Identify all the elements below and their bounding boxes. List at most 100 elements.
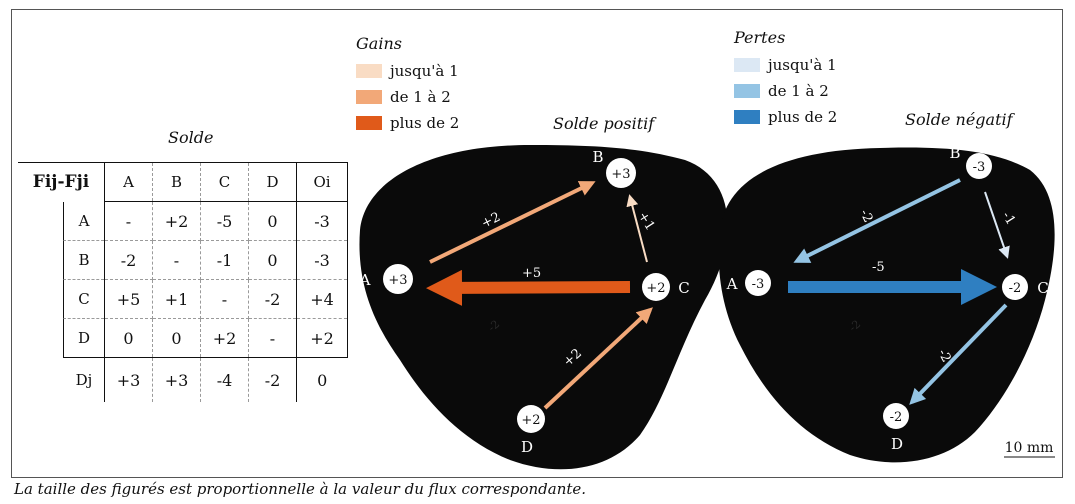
row-total: +4 [296, 279, 348, 319]
node-id: B [949, 144, 960, 162]
table-cell: +3 [152, 357, 201, 402]
solde-table: Fij-Fji A B C D Oi A - +2 -5 0 -3 B -2 -… [18, 162, 348, 402]
node-c-circle [1002, 274, 1028, 300]
column-header: C [200, 162, 249, 202]
node-a-circle [383, 264, 413, 294]
legend-label: plus de 2 [390, 114, 460, 132]
table-cell: -4 [200, 357, 249, 402]
table-cell: -1 [200, 240, 249, 280]
gains-legend-title: Gains [356, 34, 402, 53]
legend-swatch [734, 110, 760, 124]
figure-caption: La taille des figurés est proportionnell… [14, 480, 587, 498]
node-value: -3 [973, 160, 986, 175]
flow-arrow-a-b [429, 181, 596, 264]
scale-label: 10 mm [1005, 440, 1054, 456]
table-footer-row: Dj +3 +3 -4 -2 0 [18, 357, 348, 402]
node-id: A [726, 275, 738, 293]
row-label: C [63, 279, 104, 319]
pertes-legend-title: Pertes [734, 28, 786, 47]
node-value: -2 [1009, 281, 1022, 296]
table-cell: -2 [248, 279, 297, 319]
table-title: Solde [168, 128, 214, 147]
row-label: B [63, 240, 104, 280]
node-b-circle [966, 153, 992, 179]
table-cell: +2 [152, 201, 201, 241]
table-cell: -2 [248, 357, 297, 402]
table-cell: - [200, 279, 249, 319]
node-d-circle [883, 403, 909, 429]
pertes-legend-item: plus de 2 [734, 108, 837, 126]
positive-map-title: Solde positif [553, 114, 655, 133]
legend-swatch [734, 58, 760, 72]
row-total: -3 [296, 240, 348, 280]
table-row: C +5 +1 - -2 +4 [18, 279, 348, 319]
column-header: D [248, 162, 297, 202]
gains-legend-item: de 1 à 2 [356, 88, 451, 106]
column-header: A [104, 162, 153, 202]
legend-label: de 1 à 2 [390, 88, 451, 106]
figure-frame [11, 9, 1063, 478]
table-cell: +1 [152, 279, 201, 319]
table-cell: -2 [104, 240, 153, 280]
node-b-circle [606, 158, 636, 188]
table-header-row: Fij-Fji A B C D Oi [18, 162, 348, 202]
legend-swatch [734, 84, 760, 98]
flow-arrow-c-b [626, 194, 648, 263]
flow-label: -2 [856, 207, 875, 225]
pertes-legend-item: jusqu'à 1 [734, 56, 837, 74]
node-value: +3 [611, 167, 630, 182]
table-cell: +3 [104, 357, 153, 402]
flow-arrow-c-d [909, 303, 1008, 405]
footer-label: Dj [75, 370, 93, 389]
node-value: -3 [752, 277, 765, 292]
gains-legend-item: jusqu'à 1 [356, 62, 459, 80]
node-value: +3 [388, 273, 407, 288]
legend-swatch [356, 90, 382, 104]
gains-legend-item: plus de 2 [356, 114, 459, 132]
table-cell: - [248, 318, 297, 358]
node-value: +2 [521, 413, 540, 428]
node-id: D [521, 438, 533, 456]
table-corner: Fij-Fji [32, 172, 90, 193]
table-row: D 0 0 +2 - +2 [18, 318, 348, 358]
node-id: C [678, 279, 689, 297]
flow-label: -2 [934, 347, 953, 365]
node-id: A [359, 271, 371, 289]
flow-arrow-b-a [793, 178, 961, 263]
legend-label: de 1 à 2 [768, 82, 829, 100]
node-c-circle [642, 273, 670, 301]
flow-arrow-d-c [543, 307, 653, 410]
total-column-header: Oi [296, 162, 348, 202]
table-cell: -5 [200, 201, 249, 241]
legend-label: jusqu'à 1 [390, 62, 459, 80]
table-cell: - [104, 201, 153, 241]
flow-arrow-b-c [984, 191, 1010, 259]
flow-label: -5 [872, 260, 885, 275]
table-cell: 0 [152, 318, 201, 358]
table-cell: +2 [200, 318, 249, 358]
node-a-circle [745, 270, 771, 296]
grand-total: 0 [317, 370, 328, 390]
negative-map-title: Solde négatif [905, 110, 1013, 129]
table-cell: 0 [248, 201, 297, 241]
table-cell: 0 [248, 240, 297, 280]
legend-label: plus de 2 [768, 108, 838, 126]
row-total: +2 [296, 318, 348, 358]
flow-arrow-c-a [426, 269, 631, 306]
legend-swatch [356, 64, 382, 78]
row-total: -3 [296, 201, 348, 241]
legend-label: jusqu'à 1 [768, 56, 837, 74]
legend-swatch [356, 116, 382, 130]
row-label: D [63, 318, 104, 358]
column-header: B [152, 162, 201, 202]
node-id: C [1037, 279, 1048, 297]
negative-map-shape [718, 147, 1055, 463]
node-id: D [891, 435, 903, 453]
positive-map-shape [359, 145, 728, 470]
table-cell: 0 [104, 318, 153, 358]
node-value: +2 [646, 281, 665, 296]
table-cell: - [152, 240, 201, 280]
table-row: B -2 - -1 0 -3 [18, 240, 348, 280]
row-label: A [63, 201, 104, 241]
